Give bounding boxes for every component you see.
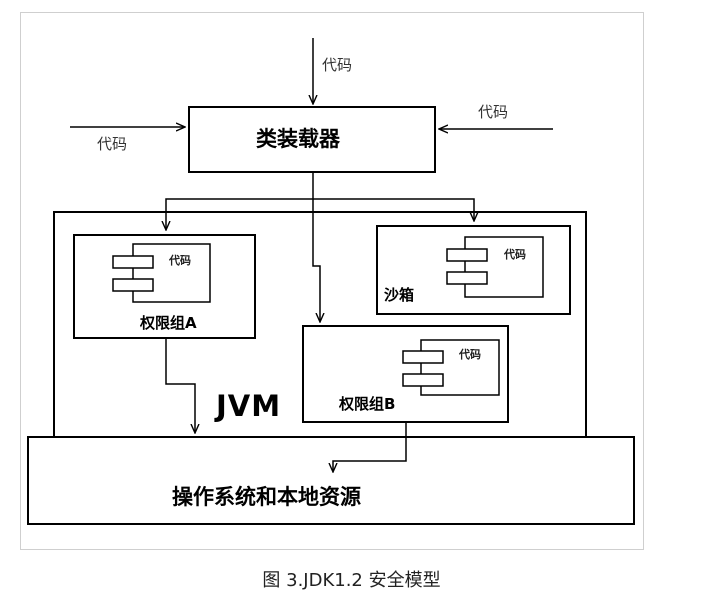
jvm-label: JVM: [216, 389, 282, 423]
code-left-label: 代码: [97, 135, 128, 153]
class-loader-label: 类装载器: [256, 126, 340, 151]
sandbox-code-label: 代码: [504, 248, 526, 261]
loader-to-group-b-arrow: [312, 199, 320, 321]
component-icon-a: [112, 243, 211, 303]
component-icon-sandbox: [446, 236, 544, 298]
group-b-code-label: 代码: [459, 348, 481, 361]
sandbox-label: 沙箱: [384, 286, 415, 304]
group-b-to-os-arrow: [333, 422, 407, 471]
os-label: 操作系统和本地资源: [172, 484, 361, 509]
figure-caption: 图 3.JDK1.2 安全模型: [262, 570, 441, 591]
group-b-label: 权限组B: [339, 395, 396, 413]
loader-to-group-a-arrow: [166, 172, 314, 229]
group-a-code-label: 代码: [169, 254, 191, 267]
code-top-label: 代码: [322, 56, 353, 74]
loader-to-sandbox-arrow: [313, 198, 474, 220]
group-a-to-os-arrow: [165, 338, 195, 432]
os-box: [27, 436, 635, 525]
component-icon-b: [402, 339, 500, 396]
code-right-label: 代码: [478, 103, 509, 121]
class-loader-box: [188, 106, 436, 173]
group-a-label: 权限组A: [140, 314, 197, 332]
